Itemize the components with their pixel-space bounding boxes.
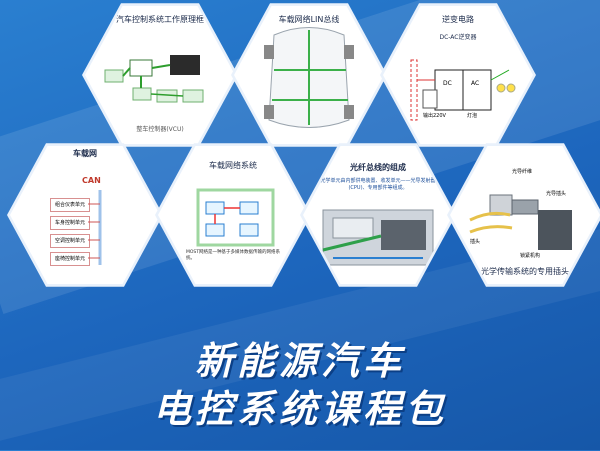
hexagon-title: 车载网 [73, 149, 97, 158]
hexagon-label: AC [471, 80, 480, 87]
control-system-diagram [104, 55, 204, 103]
inverter-circuit-diagram [410, 59, 516, 121]
unit-box: 空调控制单元 [50, 234, 90, 248]
fiber-bus-illustration [322, 209, 434, 266]
connector-label: 锁紧机构 [520, 253, 541, 259]
fiber-connector-illustration [469, 194, 572, 250]
hexagon-caption: 光学单元由内部供电装置、收发单元——光导发射器(CPU)、专用部件等组成。 [320, 178, 436, 191]
hexagon-network-system: 车载网络系统 MOST网络是一种基于多媒体数据传输的网络系统。 [158, 146, 308, 284]
hexagon-can-network: 车载网 CAN 组合仪表单元 车身控制单元 空调控制单元 座椅控制单元 [10, 146, 160, 284]
headline-line-1: 新能源汽车 [194, 339, 405, 383]
hexagon-label: DC-AC逆变器 [439, 34, 477, 41]
hexagon-title: 车载网络系统 [209, 161, 257, 170]
hexagon-fiber-bus: 光纤总线的组成 光学单元由内部供电装置、收发单元——光导发射器(CPU)、专用部… [303, 146, 453, 284]
hexagon-control-system-diagram: 汽车控制系统工作原理框 整车控制器(VCU) [85, 6, 235, 144]
hexagon-label: DC [443, 80, 452, 87]
lin-bus-car-diagram [264, 27, 354, 128]
unit-box: 座椅控制单元 [50, 252, 90, 266]
hexagon-fiber-connector: 光导纤维 插头 光导插头 锁紧机构 光学传输系统的专用插头 [450, 146, 600, 284]
hexagon-title: 光学传输系统的专用插头 [481, 267, 569, 276]
hexagon-title: 逆变电路 [442, 15, 474, 24]
hexagon-lin-bus-diagram: 车载网络LIN总线 [234, 6, 384, 144]
hexagon-caption: 整车控制器(VCU) [136, 126, 184, 133]
hexagon-title: 车载网络LIN总线 [278, 15, 340, 24]
hexagon-caption: MOST网络是一种基于多媒体数据传输的网络系统。 [186, 250, 281, 261]
connector-label: 光导插头 [546, 191, 567, 197]
unit-box: 车身控制单元 [50, 216, 90, 230]
hexagon-title: 光纤总线的组成 [350, 163, 406, 172]
headline-line-2: 电控系统课程包 [152, 387, 447, 431]
can-bus-lines [88, 190, 102, 265]
hexagon-inverter-circuit: 逆变电路 DC-AC逆变器 DC AC 输出220V 灯泡 [383, 6, 533, 144]
connector-label: 插头 [470, 239, 481, 245]
connector-label: 光导纤维 [512, 169, 533, 175]
hexagon-label: 输出220V [423, 113, 446, 119]
hexagon-title: 汽车控制系统工作原理框 [116, 15, 204, 24]
unit-box: 组合仪表单元 [50, 198, 90, 212]
network-system-diagram [196, 188, 275, 247]
hexagon-label: 灯泡 [467, 113, 478, 119]
can-logo: CAN [82, 176, 101, 185]
